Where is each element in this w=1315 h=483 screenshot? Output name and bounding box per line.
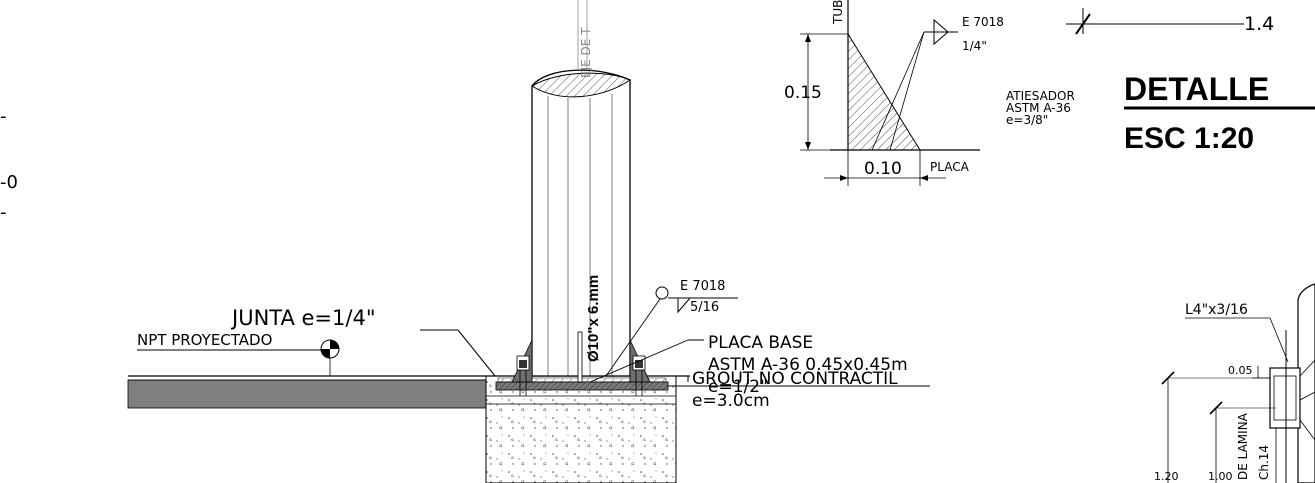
dim-small: 0.05 <box>1228 364 1253 377</box>
base-plate-line1: PLACA BASE <box>708 333 813 353</box>
title-line2: ESC 1:20 <box>1124 122 1254 155</box>
angle-label: L4"x3/16 <box>1185 302 1248 318</box>
dim-a: 1.20 <box>1154 470 1179 483</box>
left-dash-top: - <box>0 106 7 127</box>
floor-level-label: NPT PROYECTADO <box>137 331 272 349</box>
stiffener-tube-label: TUB <box>831 0 845 25</box>
sheet-label: DE LAMINA <box>1236 412 1250 480</box>
left-dash-bottom: - <box>0 202 7 223</box>
floor-level-marker: NPT PROYECTADO <box>137 331 340 376</box>
base-plate-line3: e=1/2" <box>708 377 768 397</box>
column-size-label: Ø10"x 6.mm <box>585 275 602 362</box>
stiffener-width: 0.10 <box>864 159 902 179</box>
joint-label: JUNTA e=1/4" <box>230 306 375 330</box>
joint-callout: JUNTA e=1/4" <box>230 306 496 377</box>
base-plate-callout: PLACA BASE ASTM A-36 0.45x0.45m e=1/2" <box>589 333 908 397</box>
base-plate-line2: ASTM A-36 0.45x0.45m <box>708 355 908 375</box>
left-label-mid: -0 <box>0 172 18 193</box>
title-line1: DETALLE <box>1124 71 1269 107</box>
stiffener-height: 0.15 <box>784 83 822 103</box>
base-weld-size: 5/16 <box>690 300 719 315</box>
base-weld-electrode: E 7018 <box>680 279 725 294</box>
top-dimension-value: 1.4 <box>1244 13 1274 35</box>
floor-slab <box>127 375 690 409</box>
base-plate-assembly <box>495 331 669 396</box>
concrete-pedestal <box>485 375 689 483</box>
stiffener-note-line3: e=3/8" <box>1006 113 1048 127</box>
detail-title: DETALLE ESC 1:20 <box>1124 71 1315 155</box>
stiffener-note-line2: ASTM A-36 <box>1006 101 1071 115</box>
top-dimension: 1.4 <box>1066 8 1274 35</box>
stiffener-detail: TUB E 7018 1/4" 0.15 0.10 PLACA <box>784 0 1004 186</box>
steel-column: Ø10"x 6.mm EJE DE T <box>531 0 632 377</box>
base-weld-callout: E 7018 5/16 <box>605 279 738 377</box>
gauge-label: Ch.14 <box>1257 445 1271 480</box>
stiffener-plate-label: PLACA <box>930 160 970 174</box>
stiffener-weld-electrode: E 7018 <box>962 15 1004 29</box>
grout-line2: e=3.0cm <box>692 391 770 411</box>
right-detail: L4"x3/16 0.05 1.20 1.00 DE LAMINA Ch.14 <box>1154 283 1315 483</box>
grout-callout: GROUT NO CONTRACTIL e=3.0cm <box>668 369 930 411</box>
stiffener-note-line1: ATIESADOR <box>1006 89 1075 103</box>
dim-b: 1.00 <box>1208 470 1233 483</box>
column-axis-label: EJE DE T <box>579 27 593 78</box>
stiffener-weld-size: 1/4" <box>962 39 987 53</box>
stiffener-note: ATIESADOR ASTM A-36 e=3/8" <box>1006 89 1075 127</box>
grout-line1: GROUT NO CONTRACTIL <box>692 369 898 389</box>
left-edge-marks: - -0 - <box>0 106 18 223</box>
